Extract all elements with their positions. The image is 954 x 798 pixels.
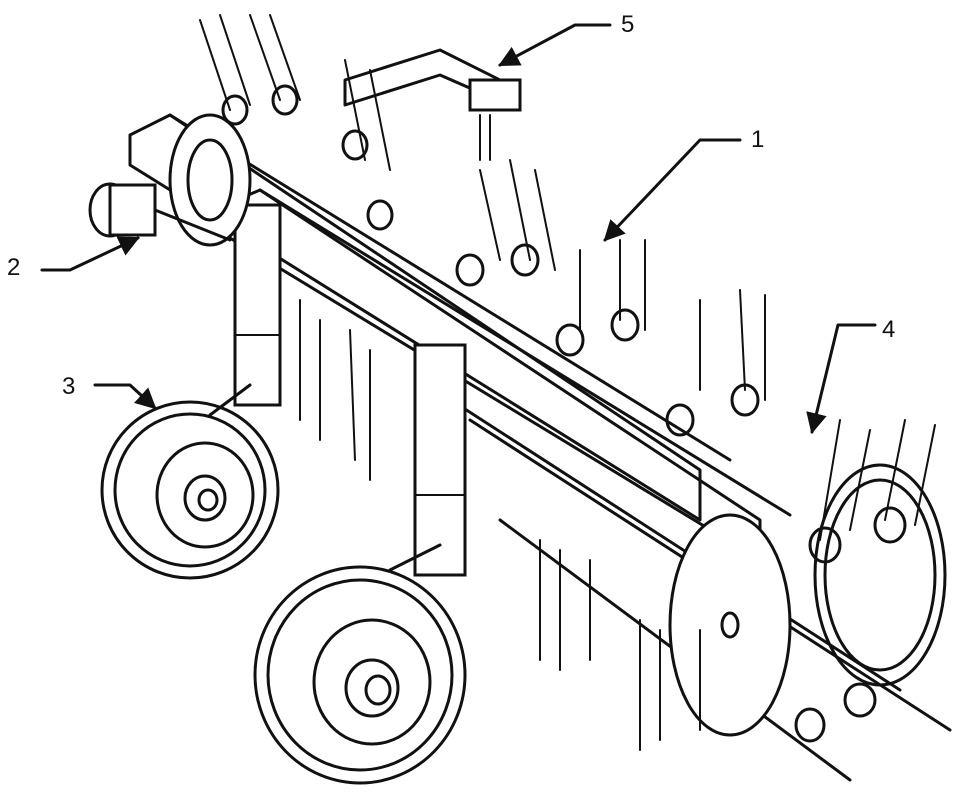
support-posts <box>233 203 467 577</box>
ground-wheel-rear <box>100 383 280 580</box>
tine-springs <box>221 84 907 743</box>
gearbox <box>88 182 232 242</box>
callout-3-label: 3 <box>62 373 76 400</box>
callout-leaders <box>40 23 877 435</box>
callout-5-label: 5 <box>621 11 635 38</box>
callout-1-label: 1 <box>751 126 765 153</box>
top-assembly <box>343 48 522 161</box>
tines <box>199 14 936 751</box>
ground-wheel-front <box>253 543 467 785</box>
callout-2-label: 2 <box>7 254 21 281</box>
callout-4-label: 4 <box>882 316 896 343</box>
